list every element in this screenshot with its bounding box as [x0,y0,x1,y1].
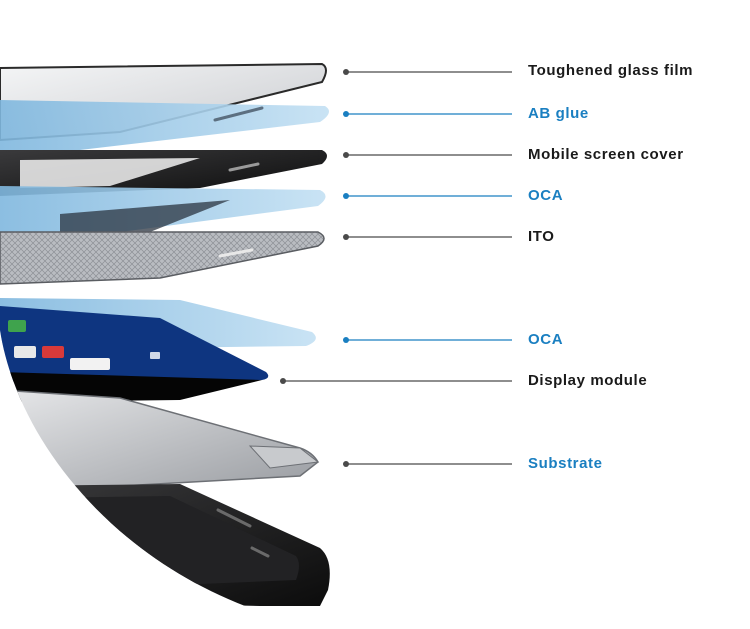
cover-highlight [20,158,200,188]
ito-edge-slot [218,248,254,258]
leader-dot-3 [343,152,349,158]
app-icon-5 [150,352,160,359]
label-mobile-screen-cover: Mobile screen cover [528,146,684,163]
ab-glue-layer [0,100,329,152]
app-icon-1 [8,320,26,332]
app-icon-2 [14,346,36,358]
substrate-notch [248,445,320,469]
leader-lines [280,69,512,467]
label-oca-2: OCA [528,331,564,348]
cover-speaker-slot [228,162,260,172]
label-substrate: Substrate [528,455,603,472]
app-icon-3 [42,346,64,358]
leader-dot-2 [343,111,349,117]
leader-dot-1 [343,69,349,75]
label-display-module: Display module [528,372,648,389]
leader-dot-5 [343,234,349,240]
leader-dot-7 [280,378,286,384]
label-oca-1: OCA [528,187,564,204]
leader-dot-8 [343,461,349,467]
label-toughened-glass-film: Toughened glass film [528,62,694,79]
display-module-layer [0,306,269,382]
label-ito: ITO [528,228,555,245]
housing-inner [40,496,299,586]
ito-layer [0,231,325,285]
layer-stack-illustration [0,62,330,606]
label-ab-glue: AB glue [528,105,589,122]
housing-slot-2 [250,546,270,558]
leader-dot-6 [343,337,349,343]
substrate-layer [0,389,319,489]
app-icon-4 [70,358,110,370]
oca1-dark-band [60,200,230,236]
housing-slot [216,508,252,528]
glass-reflection [213,106,264,122]
leader-dot-4 [343,193,349,199]
